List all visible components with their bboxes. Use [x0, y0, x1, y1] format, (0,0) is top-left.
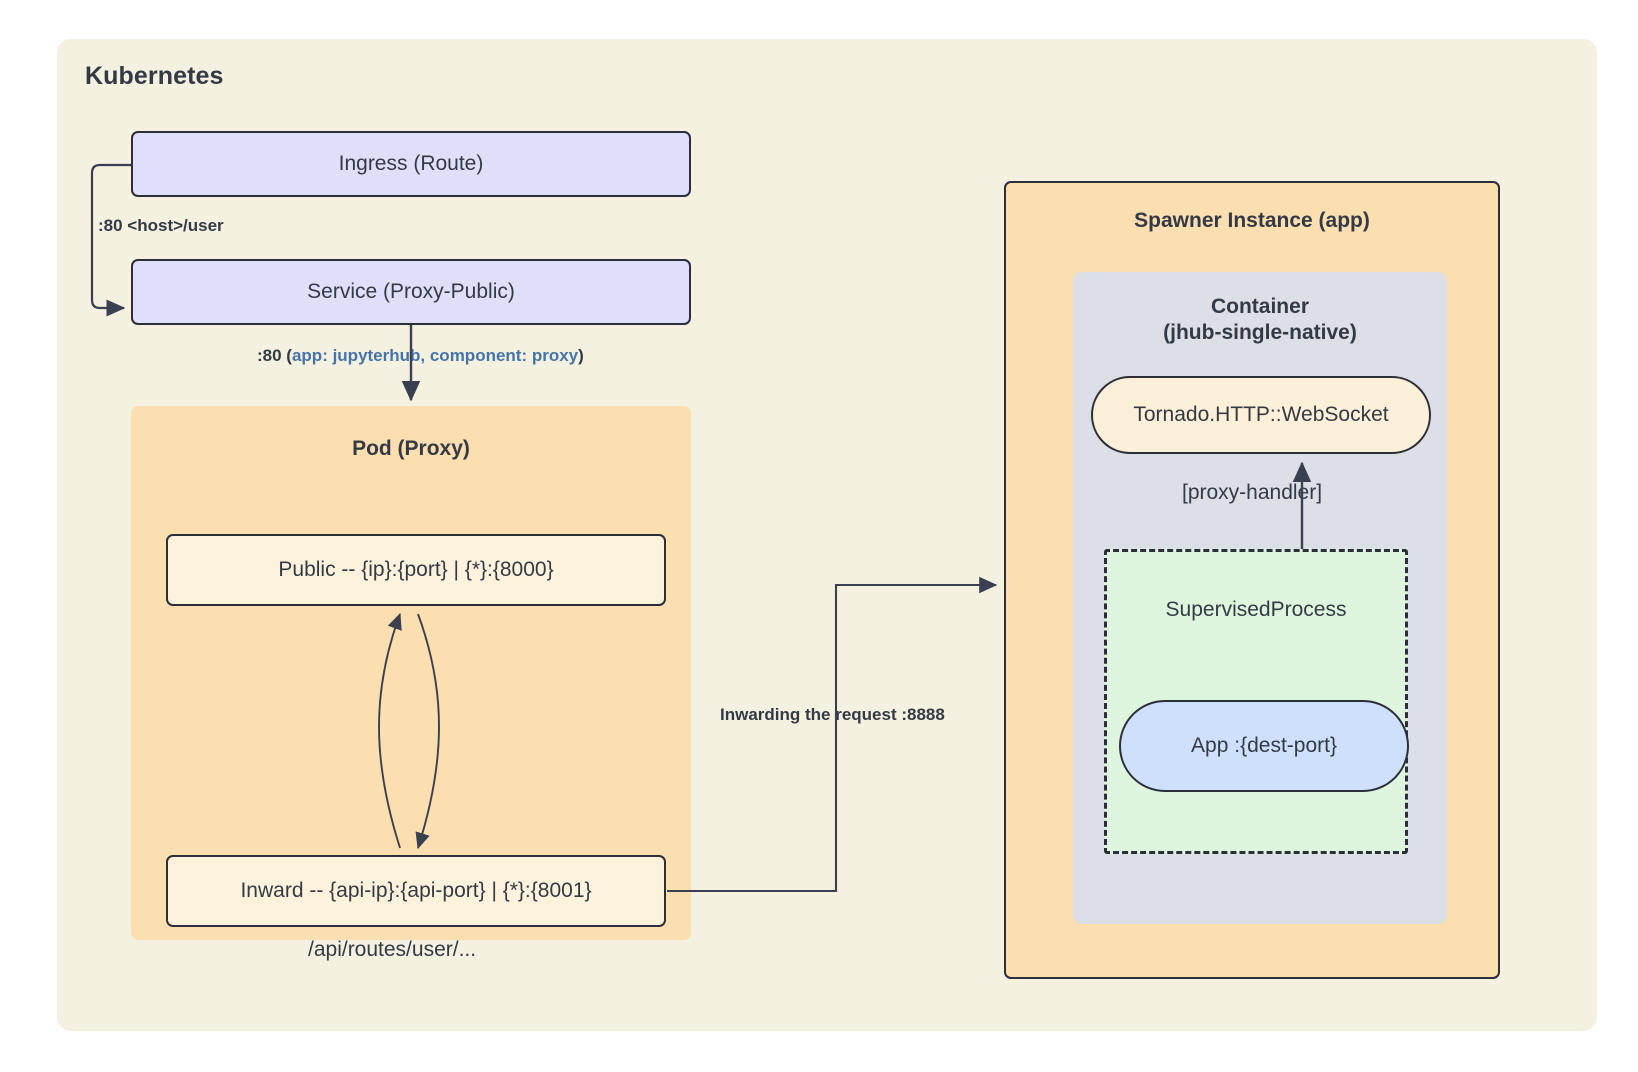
- node-service-proxy-public-label: Service (Proxy-Public): [307, 279, 515, 303]
- node-ingress-route[interactable]: Ingress (Route): [131, 131, 691, 197]
- node-service-proxy-public[interactable]: Service (Proxy-Public): [131, 259, 691, 325]
- edge-label-service-to-pod: :80 (app: jupyterhub, component: proxy): [257, 346, 584, 366]
- node-app-dest-port-label: App :{dest-port}: [1191, 733, 1337, 757]
- edge-label-selector: app: jupyterhub, component: proxy: [291, 346, 579, 365]
- group-pod-proxy: Pod (Proxy): [131, 406, 691, 940]
- node-proxy-inward-endpoint[interactable]: Inward -- {api-ip}:{api-port} | {*}:{800…: [166, 855, 666, 927]
- node-app-dest-port[interactable]: App :{dest-port}: [1119, 700, 1409, 792]
- edge-label-ingress-to-service: :80 <host>/user: [98, 216, 224, 235]
- label-api-routes-path: /api/routes/user/...: [308, 938, 477, 961]
- edge-label-inwarding-request: Inwarding the request :8888: [720, 705, 945, 724]
- edge-label-port: :80 (: [257, 346, 292, 365]
- node-ingress-route-label: Ingress (Route): [338, 151, 484, 175]
- edge-label-close-paren: ): [578, 346, 584, 365]
- group-supervised-process-title: SupervisedProcess: [1165, 598, 1347, 621]
- node-proxy-public-endpoint-label: Public -- {ip}:{port} | {*}:{8000}: [278, 557, 554, 581]
- kubernetes-title: Kubernetes: [85, 62, 224, 90]
- node-proxy-inward-endpoint-label: Inward -- {api-ip}:{api-port} | {*}:{800…: [240, 878, 592, 902]
- group-container-title-line2: (jhub-single-native): [1163, 321, 1357, 344]
- node-tornado-websocket-label: Tornado.HTTP::WebSocket: [1133, 402, 1389, 426]
- group-pod-proxy-title: Pod (Proxy): [352, 437, 470, 460]
- group-spawner-instance-title: Spawner Instance (app): [1134, 209, 1370, 232]
- group-container-title-line1: Container: [1210, 295, 1309, 318]
- edge-label-proxy-handler: [proxy-handler]: [1182, 481, 1323, 504]
- node-tornado-websocket[interactable]: Tornado.HTTP::WebSocket: [1091, 376, 1431, 454]
- node-proxy-public-endpoint[interactable]: Public -- {ip}:{port} | {*}:{8000}: [166, 534, 666, 606]
